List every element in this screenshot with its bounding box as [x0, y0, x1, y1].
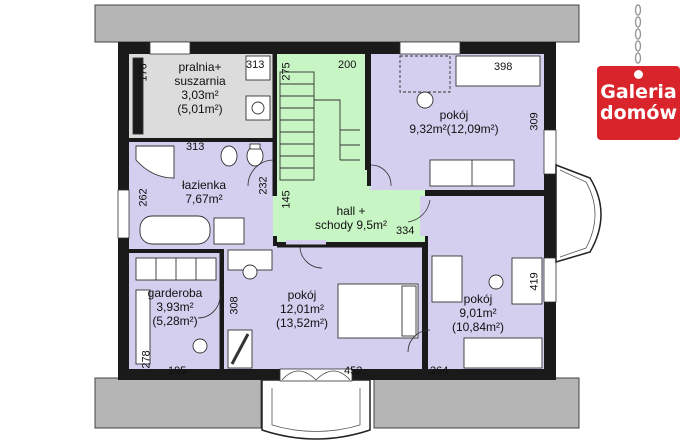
dim-264: 264 — [430, 365, 449, 377]
bay-window-bottom — [261, 379, 371, 440]
laundry-fixtures — [132, 55, 271, 135]
roof-bottom-right — [373, 377, 580, 429]
window-right-bottom — [543, 257, 557, 303]
roof-top — [94, 4, 580, 43]
dim-275: 275 — [280, 62, 293, 81]
dim-419: 419 — [528, 272, 541, 291]
pokoj-se-furniture — [431, 255, 543, 369]
bathroom-fixtures — [135, 143, 264, 245]
dim-452: 452 — [344, 365, 363, 377]
logo-tag-hole — [634, 70, 643, 79]
dim-176: 176 — [137, 63, 150, 82]
dim-398: 398 — [494, 61, 513, 73]
dim-308: 308 — [228, 296, 241, 315]
dim-313a: 313 — [246, 59, 265, 71]
label-hall: hall +schody 9,5m² — [314, 204, 388, 232]
dim-232: 232 — [257, 176, 270, 195]
window-left — [117, 189, 130, 239]
window-right-top — [543, 129, 557, 175]
dim-278: 278 — [140, 350, 153, 369]
dim-200: 200 — [338, 59, 357, 71]
stairs — [279, 71, 360, 181]
dim-195: 195 — [168, 365, 187, 377]
window-top-left — [149, 41, 191, 55]
dim-145: 145 — [280, 190, 293, 209]
room-hall — [277, 186, 425, 242]
garderoba-shelves — [135, 257, 217, 365]
bay-window-right — [555, 163, 602, 264]
pokoj-ne-furniture — [399, 55, 541, 187]
roof-bottom-left — [94, 377, 262, 429]
dim-334: 334 — [396, 225, 415, 237]
dim-309: 309 — [528, 112, 541, 131]
pokoj-s-furniture — [227, 249, 419, 369]
window-top-right — [399, 41, 461, 55]
dim-262: 262 — [137, 188, 150, 207]
door-swings — [197, 159, 431, 353]
dim-313b: 313 — [186, 141, 205, 153]
label-pralnia: pralnia+suszarnia 3,03m²(5,01m²) — [174, 60, 226, 116]
